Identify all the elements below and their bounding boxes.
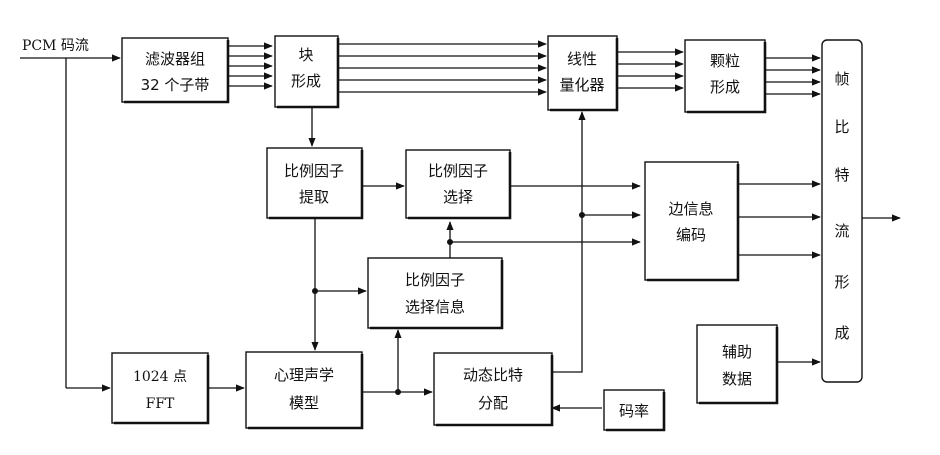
block-formation-label-2: 形成	[291, 72, 321, 90]
ancillary-label-2: 数据	[722, 370, 752, 388]
sf-info-label-1: 比例因子	[405, 271, 465, 289]
bit-alloc-label-2: 分配	[478, 394, 508, 412]
scalefactor-extract-box	[266, 147, 363, 219]
blocks	[111, 35, 863, 431]
dynamic-bit-alloc-box	[433, 352, 553, 426]
granule-formation-box	[684, 39, 766, 113]
box-shadow	[699, 327, 779, 405]
box-shadow	[124, 40, 230, 104]
box-shadow	[408, 152, 512, 220]
frame-label-3: 特	[834, 166, 849, 184]
box-shadow	[248, 354, 364, 430]
box-shadow	[114, 355, 210, 425]
scalefactor-select-info-box	[367, 257, 503, 329]
box-shadow	[687, 42, 767, 114]
sf-select-label-2: 选择	[443, 188, 473, 206]
junction-dot	[447, 239, 453, 245]
pcm-input-label: PCM 码流	[22, 38, 89, 54]
bit-rate-label: 码率	[619, 402, 649, 420]
ancillary-label-1: 辅助	[722, 343, 752, 361]
side-info-label-2: 编码	[676, 226, 706, 244]
linear-quantizer-label-1: 线性	[567, 50, 597, 68]
psy-model-label-2: 模型	[289, 394, 319, 412]
bit-alloc-label-1: 动态比特	[463, 366, 523, 384]
box-shadow	[606, 392, 666, 432]
arrow-bit-alloc-to-quant	[552, 111, 586, 373]
granule-formation-label-2: 形成	[710, 78, 740, 96]
sf-extract-label-1: 比例因子	[284, 162, 344, 180]
junction-dot	[312, 288, 318, 294]
filter-bank-label-1: 滤波器组	[145, 50, 205, 68]
psychoacoustic-model-box	[245, 351, 363, 429]
sf-extract-label-2: 提取	[299, 188, 329, 206]
filter-bank-label-2: 32 个子带	[141, 76, 210, 94]
frame-label-5: 形	[834, 273, 849, 291]
block-formation-label-1: 块	[298, 46, 313, 64]
box-shadow	[277, 38, 340, 109]
frame-label-2: 比	[834, 118, 849, 136]
box-shadow	[436, 355, 554, 427]
box-shadows	[114, 38, 779, 432]
linear-quantizer-label-2: 量化器	[559, 76, 604, 94]
junction-dot	[579, 212, 585, 218]
box-shadow	[269, 150, 364, 220]
frame-label-1: 帧	[834, 70, 849, 88]
side-info-coding-box	[644, 161, 739, 281]
linear-quantizer-box	[547, 35, 618, 111]
box-shadow	[370, 260, 504, 330]
junction-dot	[395, 389, 401, 395]
granule-formation-label-1: 颗粒	[710, 52, 740, 70]
junction-dots	[312, 212, 585, 395]
side-info-label-1: 边信息	[668, 200, 713, 218]
frame-label-6: 成	[834, 324, 849, 342]
sf-info-label-2: 选择信息	[405, 298, 465, 316]
filter-bank-box	[121, 37, 229, 103]
sf-select-label-1: 比例因子	[428, 162, 488, 180]
frame-bitstream-box	[821, 39, 863, 383]
fft-box	[111, 352, 209, 424]
block-formation-box	[274, 35, 339, 108]
connections	[20, 40, 901, 412]
ancillary-data-box	[696, 324, 778, 404]
box-shadow	[647, 164, 740, 282]
psy-model-label-1: 心理声学	[274, 366, 334, 384]
fft-label-2: FFT	[146, 396, 175, 412]
box-shadow	[550, 38, 619, 112]
scalefactor-select-box	[405, 149, 511, 219]
frame-label-4: 流	[834, 222, 849, 240]
fft-label-1: 1024 点	[133, 369, 187, 385]
